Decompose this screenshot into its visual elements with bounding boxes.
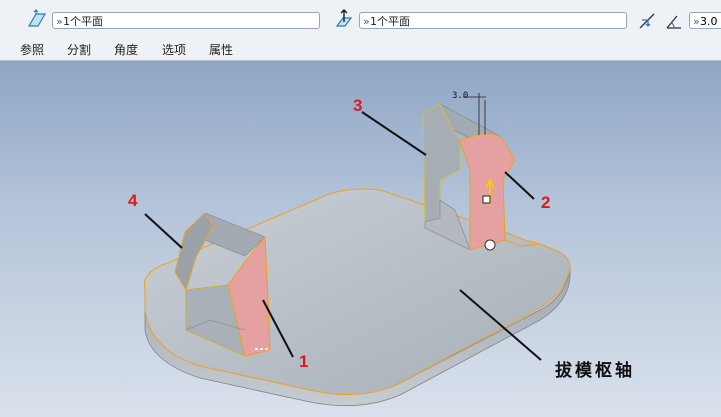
- callout-1: 1: [299, 352, 309, 371]
- flip-direction-icon[interactable]: [638, 12, 656, 30]
- draft-reference-icon[interactable]: [26, 8, 48, 30]
- tab-split[interactable]: 分割: [67, 43, 92, 57]
- draft-angle-input[interactable]: » 3.0: [689, 12, 721, 29]
- tab-properties[interactable]: 属性: [209, 43, 234, 57]
- tab-references[interactable]: 参照: [20, 43, 45, 57]
- graphics-viewport[interactable]: [0, 61, 721, 417]
- pull-direction-icon[interactable]: [333, 8, 355, 30]
- tab-angles[interactable]: 角度: [114, 43, 139, 57]
- draft-surfaces-collector[interactable]: » 1个平面: [52, 12, 320, 29]
- dashboard-toolbar: » 1个平面 » 1个平面 » 3.0: [0, 0, 721, 39]
- callout-3: 3: [353, 96, 363, 115]
- draft-hinges-collector[interactable]: » 1个平面: [359, 12, 627, 29]
- right-tab-side: [424, 199, 471, 251]
- slide-up-panel-tabs: [0, 38, 721, 61]
- model-canvas[interactable]: [0, 61, 721, 417]
- draft-angle-icon: [666, 15, 681, 29]
- tab-options[interactable]: 选项: [162, 43, 187, 57]
- draft-hinge-annotation: 拔模枢轴: [555, 361, 635, 381]
- draft-angle-dimension[interactable]: 3.0: [452, 91, 469, 101]
- callout-4: 4: [128, 191, 138, 210]
- callout-2: 2: [541, 193, 551, 212]
